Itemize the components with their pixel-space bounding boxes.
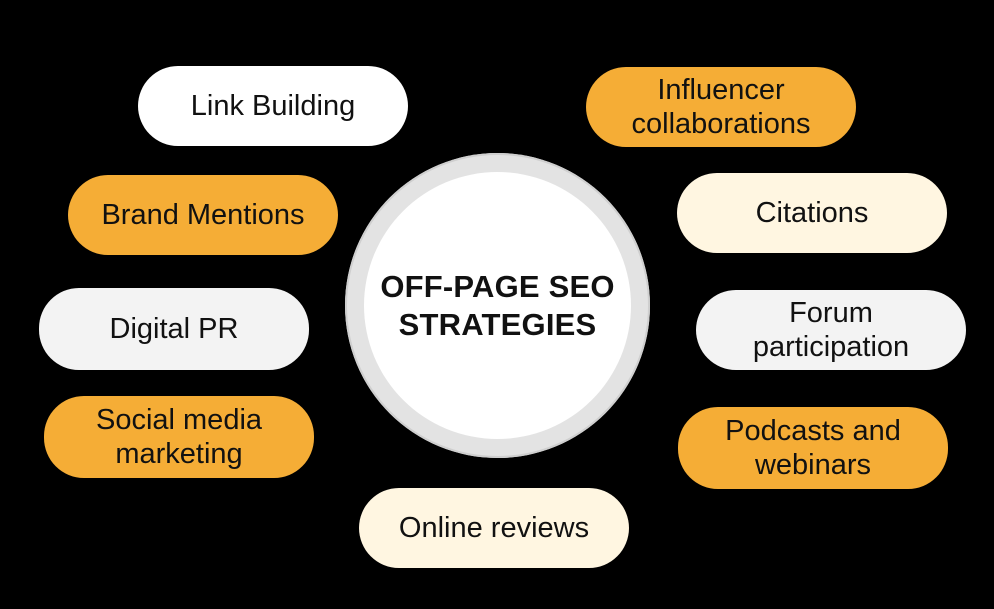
center-title: OFF-PAGE SEO STRATEGIES [380, 268, 615, 342]
strategy-label: Forum participation [752, 297, 910, 363]
strategy-link-building: Link Building [138, 66, 408, 146]
strategy-label: Podcasts and webinars [725, 415, 901, 481]
strategy-forum-participation: Forum participation [696, 290, 966, 370]
strategy-digital-pr: Digital PR [39, 288, 309, 370]
strategy-online-reviews: Online reviews [359, 488, 629, 568]
strategy-label: Link Building [190, 90, 356, 122]
strategy-label: Social media marketing [95, 404, 263, 470]
strategy-influencer-collaborations: Influencer collaborations [586, 67, 856, 147]
strategy-label: Citations [755, 197, 869, 229]
strategy-social-media-marketing: Social media marketing [44, 396, 314, 478]
strategy-citations: Citations [677, 173, 947, 253]
strategy-label: Brand Mentions [101, 199, 305, 231]
strategy-podcasts-and-webinars: Podcasts and webinars [678, 407, 948, 489]
strategy-brand-mentions: Brand Mentions [68, 175, 338, 255]
strategy-label: Digital PR [109, 313, 239, 345]
strategy-label: Influencer collaborations [631, 74, 811, 140]
center-circle: OFF-PAGE SEO STRATEGIES [364, 172, 631, 439]
strategy-label: Online reviews [398, 512, 590, 544]
